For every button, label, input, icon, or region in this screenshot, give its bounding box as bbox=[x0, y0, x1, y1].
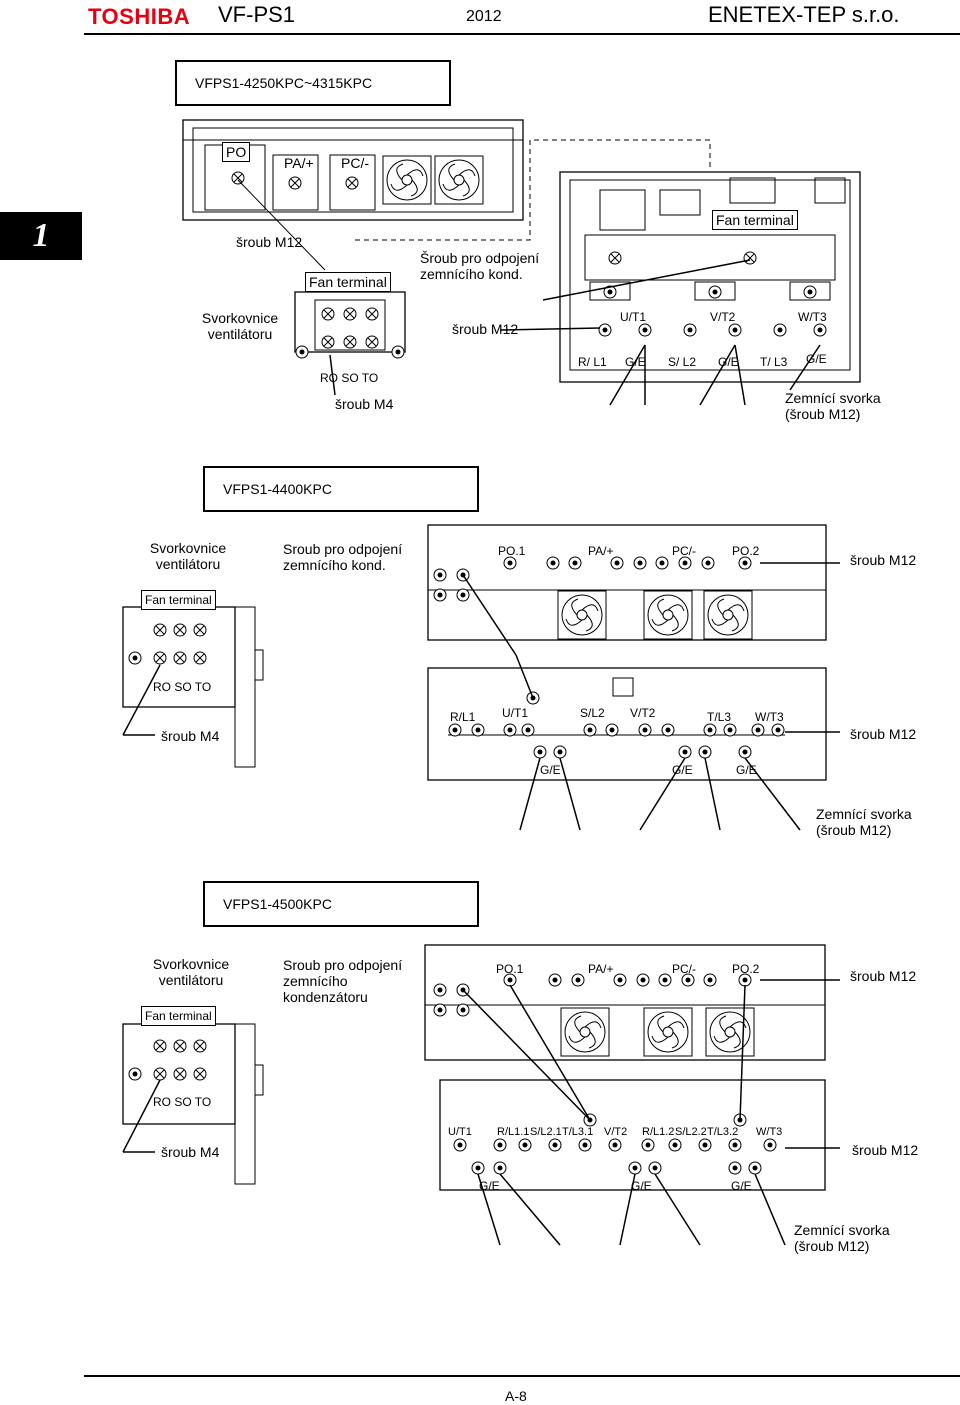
s1-sroub-m12-mid: šroub M12 bbox=[452, 321, 519, 337]
s3-sroub-m12-top: šroub M12 bbox=[850, 968, 917, 984]
s1-fan-terminal-right: Fan terminal bbox=[712, 210, 798, 230]
s3-ut1: U/T1 bbox=[448, 1126, 472, 1138]
s1-wt3: W/T3 bbox=[798, 310, 827, 324]
s3-svorkovnice-label: Svorkovnice ventilátoru bbox=[152, 956, 230, 988]
company-name: ENETEX-TEP s.r.o. bbox=[708, 2, 900, 27]
s3-pc: PC/- bbox=[672, 962, 696, 976]
s3-rl11: R/L1.1 bbox=[497, 1126, 530, 1138]
s3-pa: PA/+ bbox=[588, 962, 614, 976]
s3-sl22: S/L2.2 bbox=[675, 1126, 707, 1138]
s2-ut1: U/T1 bbox=[502, 706, 529, 720]
page-number: A-8 bbox=[505, 1388, 527, 1404]
section1-drawing bbox=[182, 119, 861, 406]
s1-sroub-m12-top: šroub M12 bbox=[236, 234, 303, 250]
s3-ge3: G/E bbox=[731, 1179, 752, 1193]
s1-sroub-pro-label: Šroub pro odpojení zemnícího kond. bbox=[420, 250, 540, 282]
s3-vt2: V/T2 bbox=[604, 1126, 628, 1138]
s1-ge2: G/E bbox=[718, 355, 739, 369]
chapter-marker: 1 bbox=[0, 212, 82, 260]
header-rule bbox=[84, 33, 960, 35]
section2-drawing bbox=[122, 524, 840, 831]
s2-sroub-m4: šroub M4 bbox=[161, 728, 220, 744]
section3-title: VFPS1-4500KPC bbox=[203, 881, 479, 927]
s3-sroub-m4: šroub M4 bbox=[161, 1144, 220, 1160]
s2-sroub-m12-bottom: šroub M12 bbox=[850, 726, 917, 742]
brand-logo: TOSHIBA bbox=[88, 4, 191, 29]
s3-ge1: G/E bbox=[479, 1179, 500, 1193]
s2-zemnici-label: Zemnící svorka (šroub M12) bbox=[816, 806, 912, 838]
s1-zemnici-label: Zemnící svorka (šroub M12) bbox=[785, 390, 881, 422]
s1-po-label: PO bbox=[222, 142, 251, 162]
s2-pc: PC/- bbox=[672, 544, 696, 558]
s1-fan-terminal-left: Fan terminal bbox=[305, 272, 391, 292]
s2-ro-so-to: RO SO TO bbox=[153, 680, 212, 694]
s1-pa-label: PA/+ bbox=[284, 155, 314, 171]
s2-svorkovnice-label: Svorkovnice ventilátoru bbox=[149, 540, 227, 572]
s1-rl1: R/ L1 bbox=[578, 355, 607, 369]
s1-sl2: S/ L2 bbox=[668, 355, 697, 369]
s2-po2: PO.2 bbox=[732, 544, 760, 558]
s3-tl31: T/L3.1 bbox=[562, 1126, 594, 1138]
s1-tl3: T/ L3 bbox=[760, 355, 788, 369]
section2-title: VFPS1-4400KPC bbox=[203, 466, 479, 512]
s3-po2: PO.2 bbox=[732, 962, 760, 976]
section1-title: VFPS1-4250KPC~4315KPC bbox=[175, 60, 451, 106]
s1-pc-label: PC/- bbox=[341, 155, 369, 171]
s3-po1: PO.1 bbox=[496, 962, 524, 976]
s2-rl1: R/L1 bbox=[450, 710, 476, 724]
section3-drawing bbox=[122, 944, 840, 1246]
s3-ro-so-to: RO SO TO bbox=[153, 1095, 212, 1109]
s3-rl12: R/L1.2 bbox=[642, 1126, 675, 1138]
s2-tl3: T/L3 bbox=[707, 710, 732, 724]
s1-ut1: U/T1 bbox=[620, 310, 647, 324]
s2-po1: PO.1 bbox=[498, 544, 526, 558]
footer-rule bbox=[84, 1375, 960, 1377]
s2-fan-terminal: Fan terminal bbox=[141, 590, 216, 610]
s3-zemnici-label: Zemnící svorka (šroub M12) bbox=[794, 1222, 890, 1254]
s1-ge1: G/E bbox=[625, 355, 646, 369]
s1-sroub-m4: šroub M4 bbox=[335, 396, 394, 412]
s3-sl21: S/L2.1 bbox=[530, 1126, 562, 1138]
s2-sroub-m12-top: šroub M12 bbox=[850, 552, 917, 568]
s2-ge3: G/E bbox=[736, 763, 757, 777]
s1-ge3: G/E bbox=[806, 352, 827, 366]
s3-tl32: T/L3.2 bbox=[707, 1126, 739, 1138]
s3-fan-terminal: Fan terminal bbox=[141, 1006, 216, 1026]
s2-wt3: W/T3 bbox=[755, 710, 784, 724]
s3-ge2: G/E bbox=[631, 1179, 652, 1193]
s3-sroub-m12-bottom: šroub M12 bbox=[852, 1142, 919, 1158]
s1-vt2: V/T2 bbox=[710, 310, 736, 324]
s2-ge1: G/E bbox=[540, 763, 561, 777]
s3-sroub-pro-label: Sroub pro odpojení zemnícího kondenzátor… bbox=[283, 957, 403, 1005]
s2-ge2: G/E bbox=[672, 763, 693, 777]
s1-ro-so-to: RO SO TO bbox=[320, 371, 379, 385]
year: 2012 bbox=[466, 8, 502, 25]
s1-svorkovnice-label: Svorkovnice ventilátoru bbox=[201, 310, 279, 342]
model-name: VF-PS1 bbox=[218, 2, 296, 27]
s2-sroub-pro-label: Sroub pro odpojení zemnícího kond. bbox=[283, 541, 403, 573]
s3-wt3: W/T3 bbox=[756, 1126, 783, 1138]
s2-sl2: S/L2 bbox=[580, 706, 605, 720]
s2-vt2: V/T2 bbox=[630, 706, 656, 720]
s2-pa: PA/+ bbox=[588, 544, 614, 558]
